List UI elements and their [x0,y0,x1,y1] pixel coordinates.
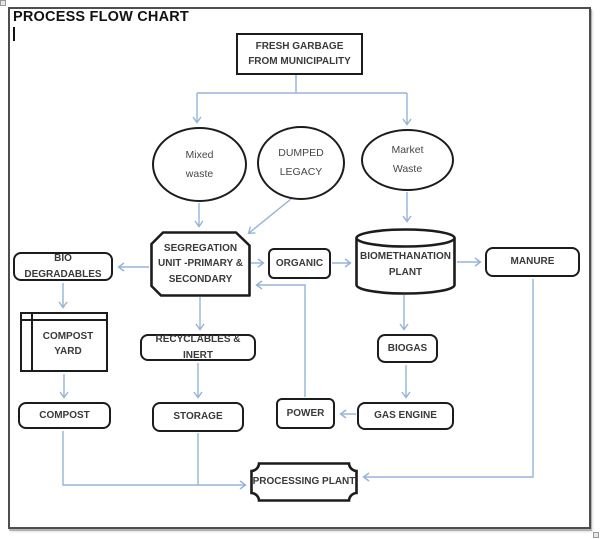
node-power[interactable]: POWER [276,398,335,429]
node-gas-engine[interactable]: GAS ENGINE [357,402,454,430]
node-fresh-garbage-label: FRESH GARBAGE FROM MUNICIPALITY [248,40,351,68]
node-processing-plant[interactable]: PROCESSING PLANT [250,462,358,502]
node-segregation-unit[interactable]: SEGREGATION UNIT -PRIMARY & SECONDARY [150,231,251,297]
snip-corner-shape [150,231,251,297]
node-gas-engine-label: GAS ENGINE [374,410,437,422]
node-compost[interactable]: COMPOST [18,402,111,429]
node-fresh-garbage[interactable]: FRESH GARBAGE FROM MUNICIPALITY [236,33,363,75]
node-organic-label: ORGANIC [275,257,324,269]
node-biogas[interactable]: BIOGAS [377,334,438,363]
selection-handle-bottom-right[interactable] [593,532,599,538]
node-mixed-waste[interactable]: Mixed waste [152,127,247,202]
node-manure[interactable]: MANURE [485,247,580,277]
node-dumped-legacy-label: DUMPED LEGACY [278,147,324,178]
compost-yard-side-line [31,314,33,370]
node-storage[interactable]: STORAGE [152,402,244,432]
selection-handle-top-left[interactable] [0,0,6,6]
plaque-shape [250,462,358,502]
node-power-label: POWER [286,407,325,419]
page-title: PROCESS FLOW CHART [13,9,189,25]
node-segregation-unit-label: SEGREGATION UNIT -PRIMARY & SECONDARY [158,242,243,285]
node-mixed-waste-label: Mixed waste [185,148,214,180]
node-compost-yard-label: COMPOST YARD [42,330,94,358]
node-market-waste-label: Market Waste [391,144,424,175]
node-dumped-legacy[interactable]: DUMPED LEGACY [257,126,345,200]
node-recyclables-inert-label: RECYCLABLES & INERT [155,334,241,361]
compost-yard-header-line [22,319,106,321]
node-processing-plant-label: PROCESSING PLANT [252,476,356,488]
node-bio-degradables-label: BIO DEGRADABLES [24,253,102,280]
node-biomethanation-plant-label: BIOMETHANATION PLANT [360,251,451,278]
node-compost-label: COMPOST [39,409,90,421]
node-recyclables-inert[interactable]: RECYCLABLES & INERT [140,334,256,361]
node-biogas-label: BIOGAS [387,342,428,354]
text-cursor [13,27,15,41]
node-biomethanation-plant[interactable]: BIOMETHANATION PLANT [355,227,456,295]
node-organic[interactable]: ORGANIC [268,248,331,279]
node-manure-label: MANURE [510,256,555,268]
cylinder-shape [355,228,456,295]
node-storage-label: STORAGE [173,411,223,423]
node-compost-yard[interactable]: COMPOST YARD [20,312,108,372]
node-market-waste[interactable]: Market Waste [361,129,454,191]
node-bio-degradables[interactable]: BIO DEGRADABLES [13,252,113,281]
